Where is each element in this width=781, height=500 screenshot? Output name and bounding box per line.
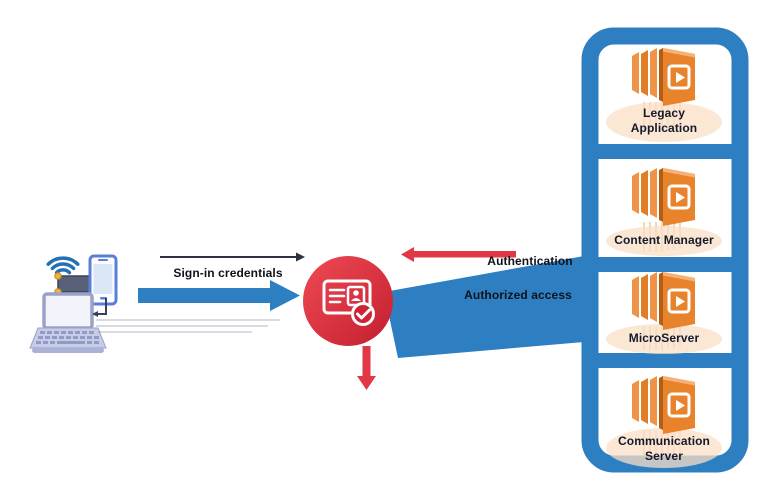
authentication-label: Authentication	[487, 254, 573, 268]
smartphone-icon	[88, 254, 118, 306]
authorized-access-label: Authorized access	[464, 288, 572, 302]
service-1-label-line1: Legacy	[643, 106, 685, 120]
service-2-label: Content Manager	[594, 233, 734, 248]
signin-thick-arrow	[138, 280, 300, 311]
signin-thin-arrow	[160, 252, 305, 262]
sign-in-label: Sign-in credentials	[173, 266, 283, 280]
service-4-label-line1: Communication	[618, 434, 710, 448]
service-4-label: Communication Server	[594, 434, 734, 464]
service-3-label-line1: MicroServer	[628, 331, 700, 345]
auth-down-arrow	[357, 346, 376, 390]
laptop-icon	[29, 292, 107, 353]
token-return-arrow	[401, 247, 516, 262]
arrow-reflections	[96, 319, 280, 333]
service-2-label-line1: Content Manager	[614, 233, 714, 247]
service-1-label-line2: Application	[630, 121, 698, 135]
service-4-label-line2: Server	[645, 449, 683, 463]
authorized-access-beam-arrow	[384, 256, 584, 358]
label-glows	[606, 102, 722, 468]
service-4-app-box-icon	[630, 374, 697, 436]
service-2-app-box-icon	[630, 166, 697, 228]
service-3-app-box-icon	[630, 270, 697, 332]
service-1-label: Legacy Application	[594, 106, 734, 136]
service-1-app-box-icon	[630, 46, 697, 108]
service-3-label: MicroServer	[594, 331, 734, 346]
id-card-check-icon	[303, 256, 393, 346]
device-connector	[92, 298, 107, 317]
